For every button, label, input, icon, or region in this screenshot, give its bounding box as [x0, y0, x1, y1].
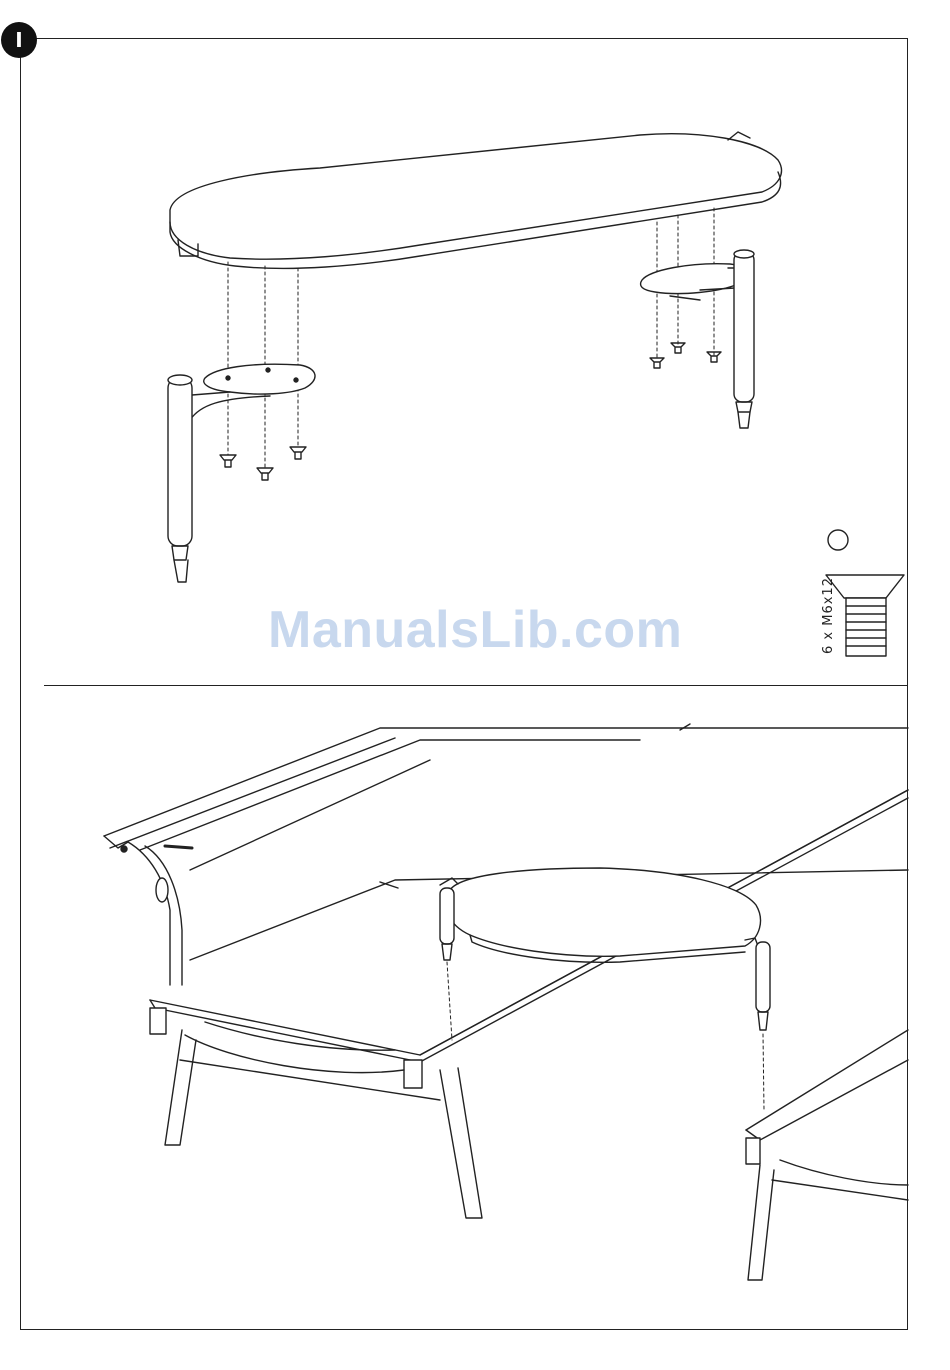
bench-module-right — [746, 1030, 908, 1280]
step-badge: I — [1, 22, 37, 58]
side-frame — [121, 842, 192, 985]
